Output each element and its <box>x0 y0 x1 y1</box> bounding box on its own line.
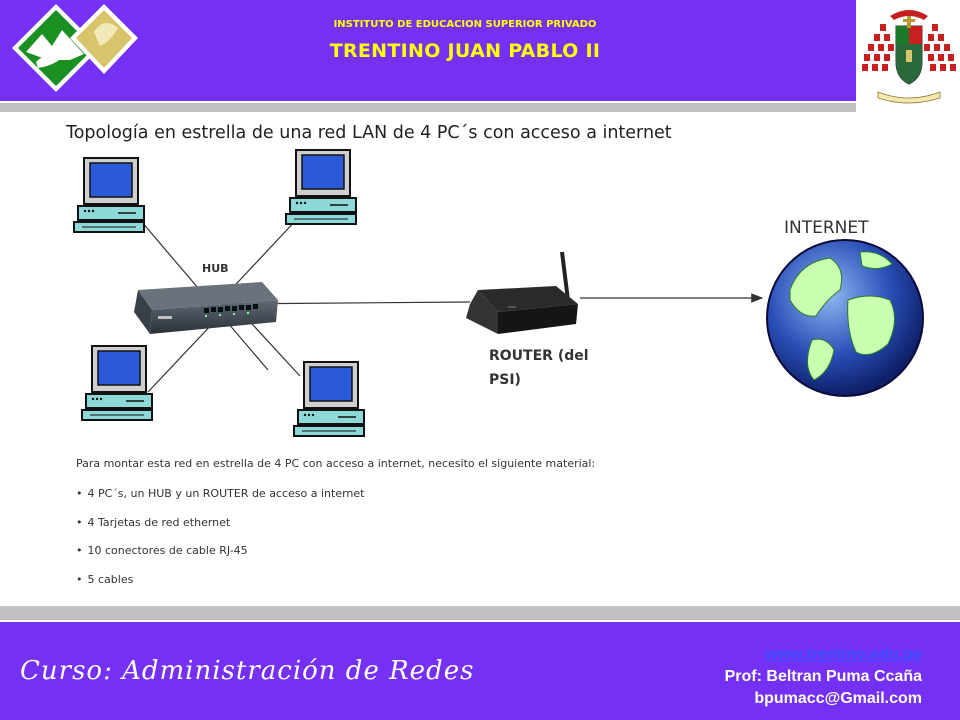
footer-line <box>0 620 960 622</box>
list-item: 10 conectores de cable RJ-45 <box>76 534 776 563</box>
footer-band <box>0 620 960 720</box>
pc-4-icon <box>293 361 365 437</box>
contact-block: www.trentino.edu.pe Prof: Beltran Puma C… <box>725 644 922 710</box>
slide-title: Topología en estrella de una red LAN de … <box>66 123 672 143</box>
header: INSTITUTO DE EDUCACION SUPERIOR PRIVADO … <box>0 0 960 112</box>
professor-name: Prof: Beltran Puma Ccaña <box>724 668 922 685</box>
institution-name: INSTITUTO DE EDUCACION SUPERIOR PRIVADO <box>333 19 597 30</box>
internet-label: INTERNET <box>784 218 869 238</box>
header-band <box>0 0 856 101</box>
header-divider <box>0 101 856 112</box>
material-section: Para montar esta red en estrella de 4 PC… <box>76 455 776 591</box>
list-item: 4 PC´s, un HUB y un ROUTER de acceso a i… <box>76 477 776 506</box>
episcopal-crest <box>862 10 956 104</box>
router-icon <box>466 251 578 334</box>
list-item: 5 cables <box>76 563 776 592</box>
network-diagram <box>73 149 924 437</box>
material-list: 4 PC´s, un HUB y un ROUTER de acceso a i… <box>76 477 776 591</box>
pc-2-icon <box>285 149 357 225</box>
footer: Curso: Administración de Redes www.trent… <box>0 606 960 720</box>
professor-email: bpumacc@Gmail.com <box>754 690 922 707</box>
website-link[interactable]: www.trentino.edu.pe <box>765 646 922 663</box>
institution-title: TRENTINO JUAN PABLO II <box>329 40 601 62</box>
course-title: Curso: Administración de Redes <box>20 656 475 686</box>
header-line <box>0 101 856 103</box>
pc-1-icon <box>73 157 145 233</box>
pc-3-icon <box>81 345 153 421</box>
router-label: ROUTER (del PSI) <box>489 348 589 388</box>
hub-icon <box>134 282 278 334</box>
footer-divider <box>0 606 960 620</box>
hub-label: HUB <box>202 262 229 275</box>
list-item: 4 Tarjetas de red ethernet <box>76 506 776 535</box>
school-logo <box>12 4 138 92</box>
internet-globe-icon <box>766 239 924 397</box>
material-intro: Para montar esta red en estrella de 4 PC… <box>76 457 596 470</box>
